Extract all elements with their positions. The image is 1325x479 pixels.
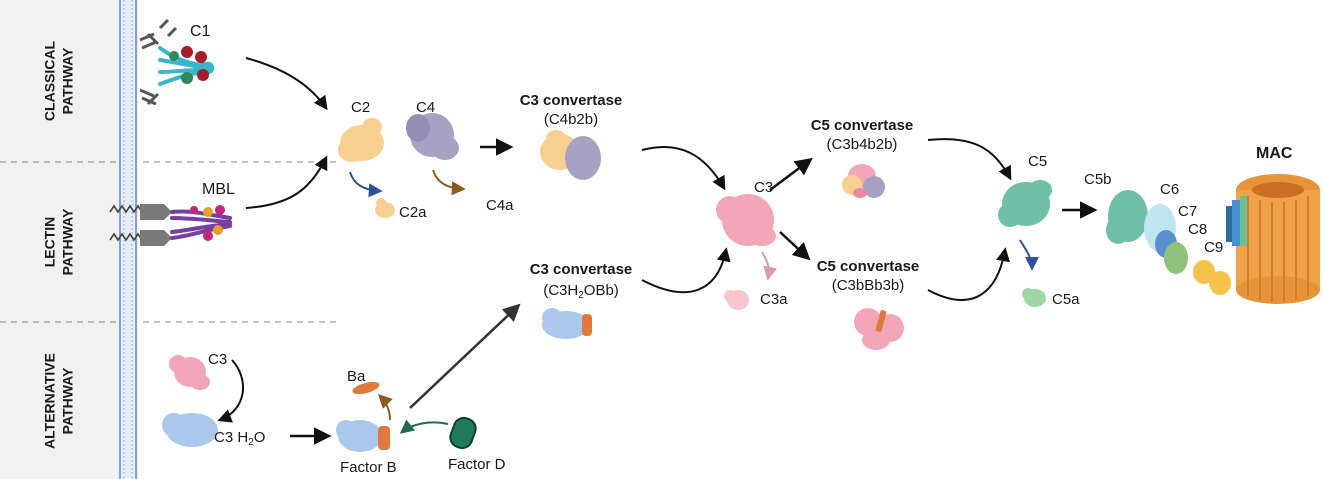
- label-ba: Ba: [347, 368, 366, 385]
- label-c5: C5: [1028, 153, 1048, 170]
- formula-part: (C3H: [543, 282, 579, 299]
- label-alt-c3: C3: [208, 351, 228, 368]
- cell-membrane: [118, 0, 138, 479]
- ba-fragment-icon: [352, 381, 380, 395]
- arrow-c5-cleavage: [1019, 239, 1039, 271]
- lane-alternative: ALTERNATIVE PATHWAY: [0, 322, 118, 479]
- arrow-c5-convertase-classical-to-c5: [927, 138, 1012, 181]
- label-c5-convertase-alt-formula: (C3bBb3b): [831, 277, 905, 294]
- label-factor-d: Factor D: [448, 456, 506, 473]
- c2a-fragment-icon: [375, 198, 395, 218]
- label-c1: C1: [190, 23, 211, 40]
- label-c3: C3: [754, 179, 774, 196]
- label-c6: C6: [1160, 181, 1180, 198]
- arrow-c3-to-c3h2o: [217, 359, 245, 423]
- c3h2o-part: C3 H: [214, 429, 249, 446]
- arrow-c3-to-c5-convertase-alt: [779, 231, 811, 261]
- arrow-c4-cleavage: [432, 169, 466, 196]
- arrow-factor-b-to-ba: [378, 394, 393, 421]
- c5a-fragment-icon: [1022, 288, 1046, 307]
- label-c3-convertase-classical-formula: (C4b2b): [543, 111, 599, 128]
- arrow-c1-to-c2: [245, 57, 328, 111]
- label-c4a: C4a: [486, 197, 514, 214]
- c3a-fragment-icon: [724, 290, 749, 310]
- arrow-c5-convertase-alt-to-c5: [927, 247, 1010, 301]
- c3h2o-part: O: [253, 429, 266, 446]
- factor-b-complex-icon: [336, 420, 390, 452]
- alt-c3-protein-icon: [169, 355, 210, 390]
- mac-pore-icon: [1226, 174, 1320, 304]
- arrow-mbl-to-c2: [245, 155, 328, 209]
- formula-subscript: 2: [578, 290, 584, 301]
- label-c2a: C2a: [399, 204, 427, 221]
- arrow-c4b2b-to-c3: [641, 145, 726, 191]
- label-c4: C4: [416, 99, 436, 116]
- c5-protein-icon: [998, 180, 1052, 227]
- arrow-c3-cleavage: [761, 251, 778, 281]
- label-c5b: C5b: [1084, 171, 1112, 188]
- factor-d-icon: [449, 416, 477, 450]
- c4-protein-icon: [406, 113, 459, 160]
- label-c2: C2: [351, 99, 371, 116]
- label-c5-convertase-classical: C5 convertase: [810, 117, 914, 134]
- label-c3a: C3a: [760, 291, 788, 308]
- label-mbl: MBL: [202, 181, 235, 198]
- label-c3-convertase-classical: C3 convertase: [519, 92, 623, 109]
- c8-protein-icon: [1164, 242, 1188, 274]
- label-c7: C7: [1178, 203, 1198, 220]
- c5b-protein-icon: [1106, 190, 1148, 244]
- c3b4b2b-complex-icon: [842, 164, 885, 198]
- mbl-complex-icon: [109, 204, 232, 246]
- c3-protein-icon: [716, 194, 776, 246]
- formula-part: OBb): [583, 282, 619, 299]
- label-mac: MAC: [1256, 145, 1293, 162]
- c3bbb3b-complex-icon: [854, 308, 904, 350]
- lane-lectin: LECTIN PATHWAY: [0, 162, 118, 322]
- label-c8: C8: [1188, 221, 1208, 238]
- arrow-c3h2obb-to-c3: [641, 247, 731, 294]
- arrow-to-c3-convertase-alt: [409, 303, 521, 409]
- arrow-c2-cleavage: [349, 171, 383, 198]
- label-c5-convertase-classical-formula: (C3b4b2b): [826, 136, 898, 153]
- label-c3-convertase-alt-formula: (C3H2OBb): [543, 283, 619, 301]
- label-c5a: C5a: [1052, 291, 1080, 308]
- label-c3h2o: C3 H2O: [214, 430, 265, 448]
- label-c3-convertase-alt: C3 convertase: [529, 261, 633, 278]
- arrow-c3-to-c5-convertase-classical: [769, 157, 813, 191]
- label-c5-convertase-alt: C5 convertase: [816, 258, 920, 275]
- c4b2b-complex-icon: [540, 130, 601, 180]
- c2-protein-icon: [338, 118, 384, 162]
- c1-complex-icon: [139, 18, 214, 106]
- c3h2obb-complex-icon: [542, 308, 592, 339]
- c3h2o-protein-icon: [162, 413, 218, 447]
- c3h2o-subscript: 2: [248, 437, 254, 448]
- label-factor-b: Factor B: [340, 459, 397, 476]
- label-c9: C9: [1204, 239, 1224, 256]
- lane-classical: CLASSICAL PATHWAY: [0, 0, 118, 162]
- arrow-factor-d-to-factor-b: [399, 419, 449, 434]
